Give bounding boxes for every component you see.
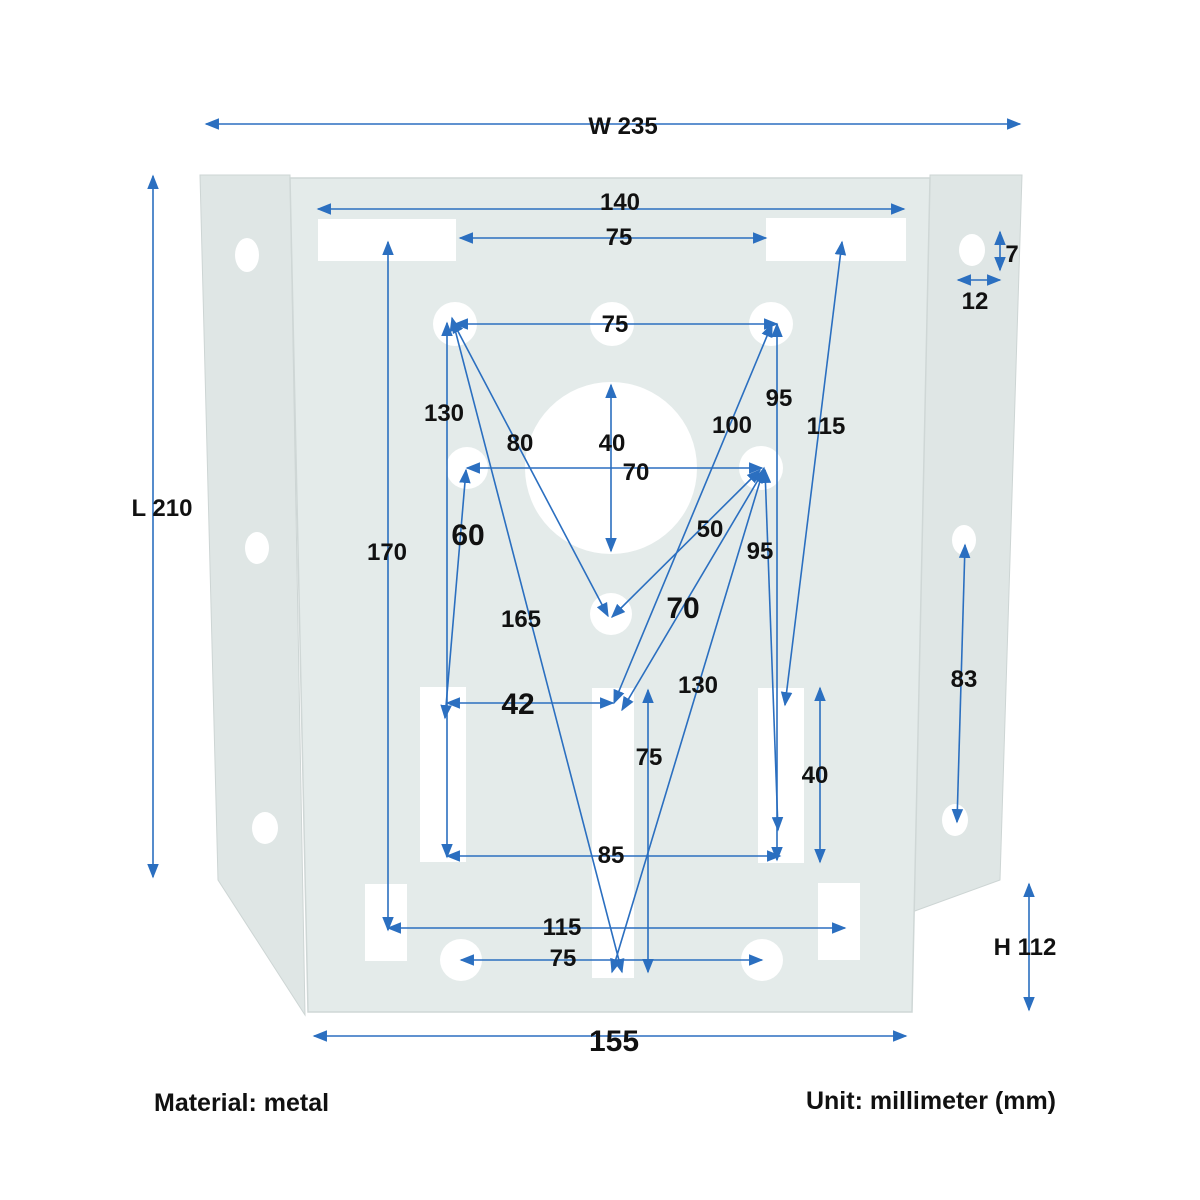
label-80: 80 — [507, 430, 534, 457]
label-95-lower: 95 — [747, 538, 774, 565]
label-h112: H 112 — [994, 934, 1057, 961]
label-75-top: 75 — [606, 224, 633, 251]
slot-left — [420, 687, 466, 862]
flange-hole-right-mid — [952, 525, 976, 555]
label-60: 60 — [451, 519, 484, 552]
label-95-upper: 95 — [766, 385, 793, 412]
dim-line-115-right — [780, 240, 847, 707]
material-note: Material: metal — [154, 1089, 329, 1117]
flange-hole-left-mid — [245, 532, 269, 564]
label-w235: W 235 — [588, 113, 657, 140]
label-40-slot: 40 — [802, 762, 829, 789]
label-130-left: 130 — [424, 400, 464, 427]
flange-hole-left-bottom — [252, 812, 278, 844]
hole-center-small — [590, 593, 632, 635]
dim-line-130-diag — [610, 466, 766, 974]
flange-hole-left-top — [235, 238, 259, 272]
label-115-right: 115 — [807, 413, 846, 440]
label-70-diag: 70 — [666, 592, 699, 625]
label-75-slot: 75 — [636, 744, 663, 771]
flange-hole-right-top — [959, 234, 985, 266]
label-l210: L 210 — [132, 495, 193, 522]
left-flange — [199, 174, 306, 1017]
slot-bottom-right — [818, 883, 860, 960]
flange-hole-right-bottom — [942, 804, 968, 836]
label-85: 85 — [598, 842, 625, 869]
label-50: 50 — [697, 516, 724, 543]
label-115-bottom: 115 — [543, 914, 582, 941]
label-40-center: 40 — [599, 430, 626, 457]
label-100: 100 — [712, 412, 752, 439]
label-7: 7 — [1005, 241, 1018, 268]
slot-bottom-left — [365, 884, 407, 961]
label-130-diag: 130 — [678, 672, 718, 699]
dim-line-95-lower — [759, 468, 784, 832]
top-left-slot — [318, 219, 456, 261]
label-75-holes: 75 — [602, 311, 629, 338]
label-165: 165 — [501, 606, 541, 633]
label-42: 42 — [501, 688, 534, 721]
label-170: 170 — [367, 539, 407, 566]
label-83: 83 — [951, 666, 978, 693]
slot-right — [758, 688, 804, 863]
label-140: 140 — [600, 189, 640, 216]
dimension-labels: W 235 L 210 H 112 155 140 75 7 12 75 130… — [132, 113, 1057, 1058]
dim-line-165 — [449, 316, 625, 974]
top-right-slot — [766, 218, 906, 261]
label-155: 155 — [589, 1025, 639, 1058]
unit-note: Unit: millimeter (mm) — [806, 1087, 1056, 1115]
label-75-bottom: 75 — [550, 945, 577, 972]
label-70-holes: 70 — [623, 459, 650, 486]
dim-line-83 — [951, 543, 971, 824]
dimension-lines — [147, 118, 1035, 1042]
label-12: 12 — [962, 288, 989, 315]
